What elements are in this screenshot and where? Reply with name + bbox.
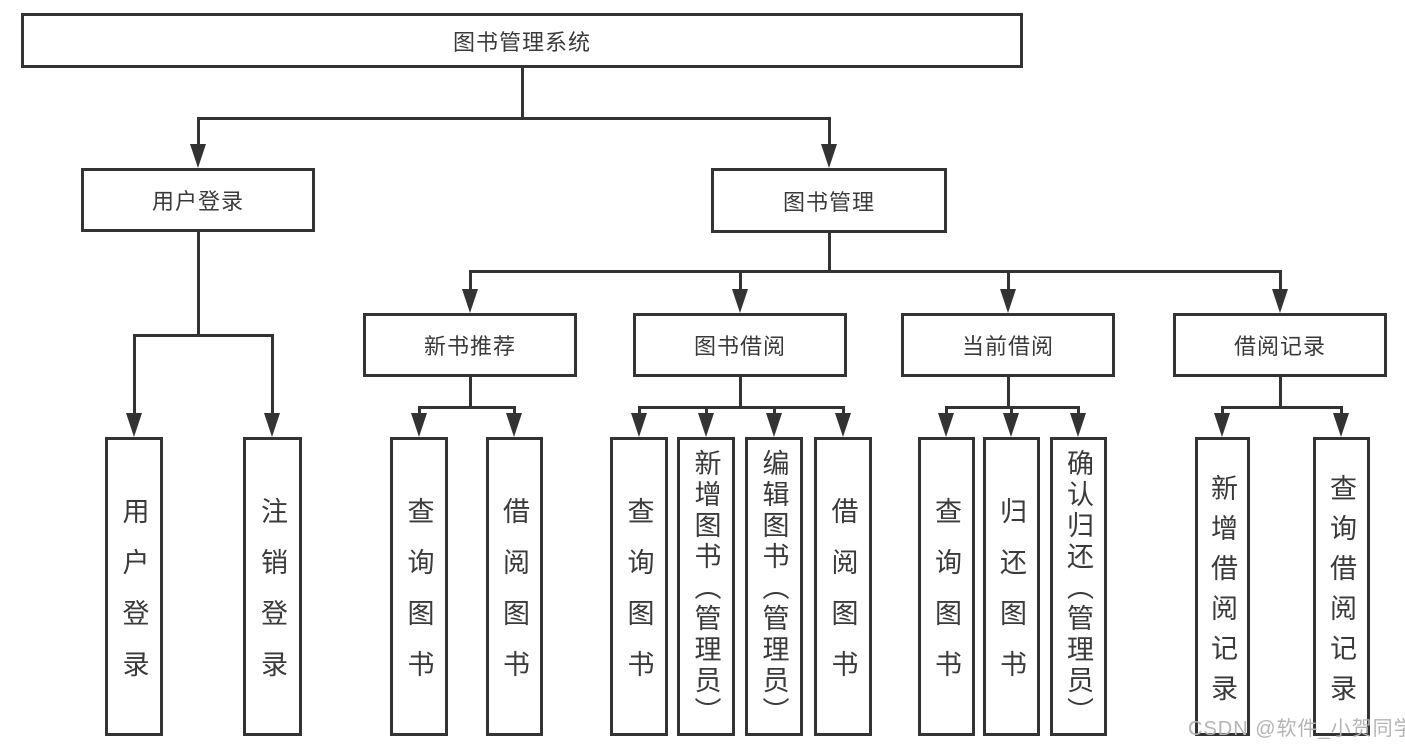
- node-label: 借阅图书: [827, 496, 858, 701]
- connector-line: [469, 270, 472, 292]
- node-label: 确认归还（管理员）: [1063, 449, 1093, 728]
- arrowhead-icon: [1272, 289, 1288, 313]
- arrowhead-icon: [506, 413, 522, 437]
- node-new-book-recommend: 新书推荐: [363, 313, 577, 377]
- arrowhead-icon: [1000, 289, 1016, 313]
- leaf-confirm-return-admin: 确认归还（管理员）: [1050, 437, 1107, 736]
- leaf-add-borrow-record: 新增借阅记录: [1195, 437, 1250, 736]
- connector-line: [1010, 406, 1013, 416]
- leaf-query-borrow-record: 查询借阅记录: [1313, 437, 1370, 736]
- connector-line: [1279, 270, 1282, 292]
- node-label: 新增图书（管理员）: [690, 449, 721, 728]
- node-label: 图书借阅: [693, 334, 786, 359]
- node-book-borrowing: 图书借阅: [633, 313, 847, 377]
- arrowhead-icon: [938, 413, 954, 437]
- node-user-login: 用户登录: [81, 168, 315, 232]
- connector-line: [271, 334, 274, 416]
- node-borrowing-records: 借阅记录: [1173, 313, 1387, 377]
- node-label: 用户登录: [118, 496, 149, 701]
- arrowhead-icon: [698, 413, 714, 437]
- node-label: 新增借阅记录: [1207, 473, 1237, 714]
- node-label: 图书管理: [782, 189, 875, 215]
- arrowhead-icon: [126, 413, 142, 437]
- leaf-logout: 注销登录: [243, 437, 302, 736]
- leaf-edit-book-admin: 编辑图书（管理员）: [745, 437, 803, 736]
- connector-line: [469, 377, 472, 408]
- node-label: 查询图书: [931, 496, 961, 701]
- node-label: 用户登录: [151, 189, 244, 214]
- connector-line: [828, 117, 831, 147]
- node-label: 编辑图书（管理员）: [758, 449, 789, 728]
- connector-line: [197, 117, 200, 147]
- arrowhead-icon: [732, 289, 748, 313]
- arrowhead-icon: [821, 144, 837, 168]
- connector-line: [739, 270, 742, 292]
- connector-line: [521, 68, 524, 118]
- connector-line: [1077, 406, 1080, 416]
- node-label: 归还图书: [996, 496, 1026, 701]
- arrowhead-icon: [411, 413, 427, 437]
- arrowhead-icon: [835, 413, 851, 437]
- connector-line: [1340, 406, 1343, 416]
- connector-line: [513, 406, 516, 416]
- node-label: 借阅记录: [1233, 334, 1326, 359]
- arrowhead-icon: [631, 413, 647, 437]
- connector-line: [773, 406, 776, 416]
- connector-line: [828, 233, 831, 272]
- leaf-query-book-borrowing: 查询图书: [610, 437, 668, 736]
- node-label: 图书管理系统: [452, 29, 591, 55]
- leaf-borrow-book-borrowing: 借阅图书: [814, 437, 872, 736]
- connector-line: [1221, 406, 1224, 416]
- arrowhead-icon: [1333, 413, 1349, 437]
- connector-line: [842, 406, 845, 416]
- leaf-query-book-current: 查询图书: [918, 437, 975, 736]
- connector-line: [1007, 270, 1010, 292]
- connector-line: [469, 270, 1282, 273]
- arrowhead-icon: [264, 413, 280, 437]
- leaf-query-book-recommend: 查询图书: [390, 437, 448, 736]
- connector-line: [638, 406, 641, 416]
- arrowhead-icon: [462, 289, 478, 313]
- connector-line: [739, 377, 742, 408]
- connector-line: [418, 406, 421, 416]
- node-label: 注销登录: [257, 496, 287, 701]
- connector-line: [133, 334, 274, 337]
- node-book-management: 图书管理: [711, 168, 947, 233]
- arrowhead-icon: [1003, 413, 1019, 437]
- node-current-borrowing: 当前借阅: [901, 313, 1115, 377]
- connector-line: [945, 406, 948, 416]
- node-label: 查询借阅记录: [1326, 473, 1356, 714]
- connector-line: [1221, 406, 1343, 409]
- connector-line: [197, 232, 200, 336]
- connector-line: [1279, 377, 1282, 408]
- arrowhead-icon: [190, 144, 206, 168]
- connector-line: [197, 117, 831, 120]
- connector-line: [418, 406, 516, 409]
- connector-line: [1007, 377, 1010, 408]
- connector-line: [705, 406, 708, 416]
- leaf-add-book-admin: 新增图书（管理员）: [677, 437, 735, 736]
- connector-line: [133, 334, 136, 416]
- node-label: 查询图书: [403, 496, 434, 701]
- connector-line: [638, 406, 845, 409]
- node-label: 当前借阅: [961, 334, 1054, 359]
- node-label: 新书推荐: [423, 334, 516, 359]
- node-label: 借阅图书: [499, 496, 529, 701]
- leaf-user-login: 用户登录: [105, 437, 163, 736]
- node-label: 查询图书: [623, 496, 654, 701]
- leaf-borrow-book-recommend: 借阅图书: [486, 437, 543, 736]
- arrowhead-icon: [1070, 413, 1086, 437]
- arrowhead-icon: [1214, 413, 1230, 437]
- leaf-return-book: 归还图书: [983, 437, 1040, 736]
- arrowhead-icon: [766, 413, 782, 437]
- csdn-watermark: CSDN @软件_小贺同学: [1188, 718, 1405, 740]
- node-system-root: 图书管理系统: [21, 13, 1023, 68]
